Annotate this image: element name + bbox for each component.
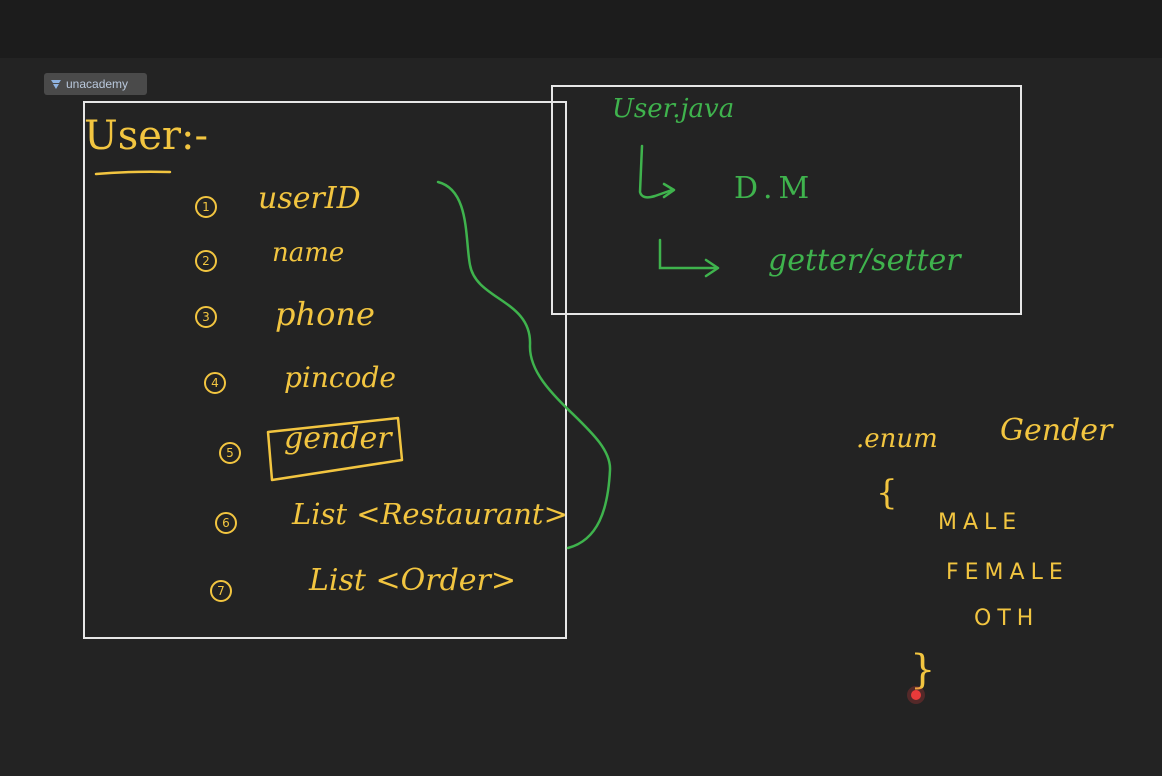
laser-pointer-dot <box>911 690 921 700</box>
field-number-1: 1 <box>195 196 217 218</box>
gender-highlight-box <box>266 416 404 482</box>
getter-setter-label: getter/setter <box>768 243 961 278</box>
arrow-to-getter-setter <box>658 238 718 270</box>
unacademy-logo-icon <box>51 80 61 89</box>
enum-name: Gender <box>1000 413 1113 448</box>
unacademy-logo: unacademy <box>44 73 147 95</box>
field-number-7: 7 <box>210 580 232 602</box>
field-label-name: name <box>272 238 345 268</box>
field-number-2: 2 <box>195 250 217 272</box>
green-brace <box>436 180 612 550</box>
user-fields-frame <box>83 101 567 639</box>
arrow-to-dm <box>638 144 674 199</box>
arrow-to-dm-head <box>662 182 676 199</box>
title-underline <box>94 170 172 176</box>
field-number-6: 6 <box>215 512 237 534</box>
enum-value-male: MALE <box>938 510 1023 535</box>
top-bar <box>0 0 1162 58</box>
enum-keyword: .enum <box>856 424 938 454</box>
field-number-4: 4 <box>204 372 226 394</box>
field-label-list-order: List <Order> <box>309 563 517 598</box>
user-title: User:- <box>84 113 209 159</box>
enum-open-brace: { <box>876 473 898 513</box>
field-label-list-restaurant: List <Restaurant> <box>292 497 568 531</box>
user-java-frame <box>551 85 1022 315</box>
field-number-3: 3 <box>195 306 217 328</box>
field-label-pincode: pincode <box>284 361 396 394</box>
field-label-userid: userID <box>258 181 361 216</box>
dm-label: D.M <box>734 171 816 206</box>
arrow-to-getter-setter-head <box>704 258 720 278</box>
field-number-5: 5 <box>219 442 241 464</box>
logo-text: unacademy <box>66 77 129 91</box>
field-label-phone: phone <box>275 295 375 333</box>
enum-value-oth: OTH <box>974 606 1040 631</box>
user-java-filename: User.java <box>612 94 735 124</box>
enum-value-female: FEMALE <box>946 560 1069 585</box>
enum-close-brace: } <box>910 647 936 693</box>
